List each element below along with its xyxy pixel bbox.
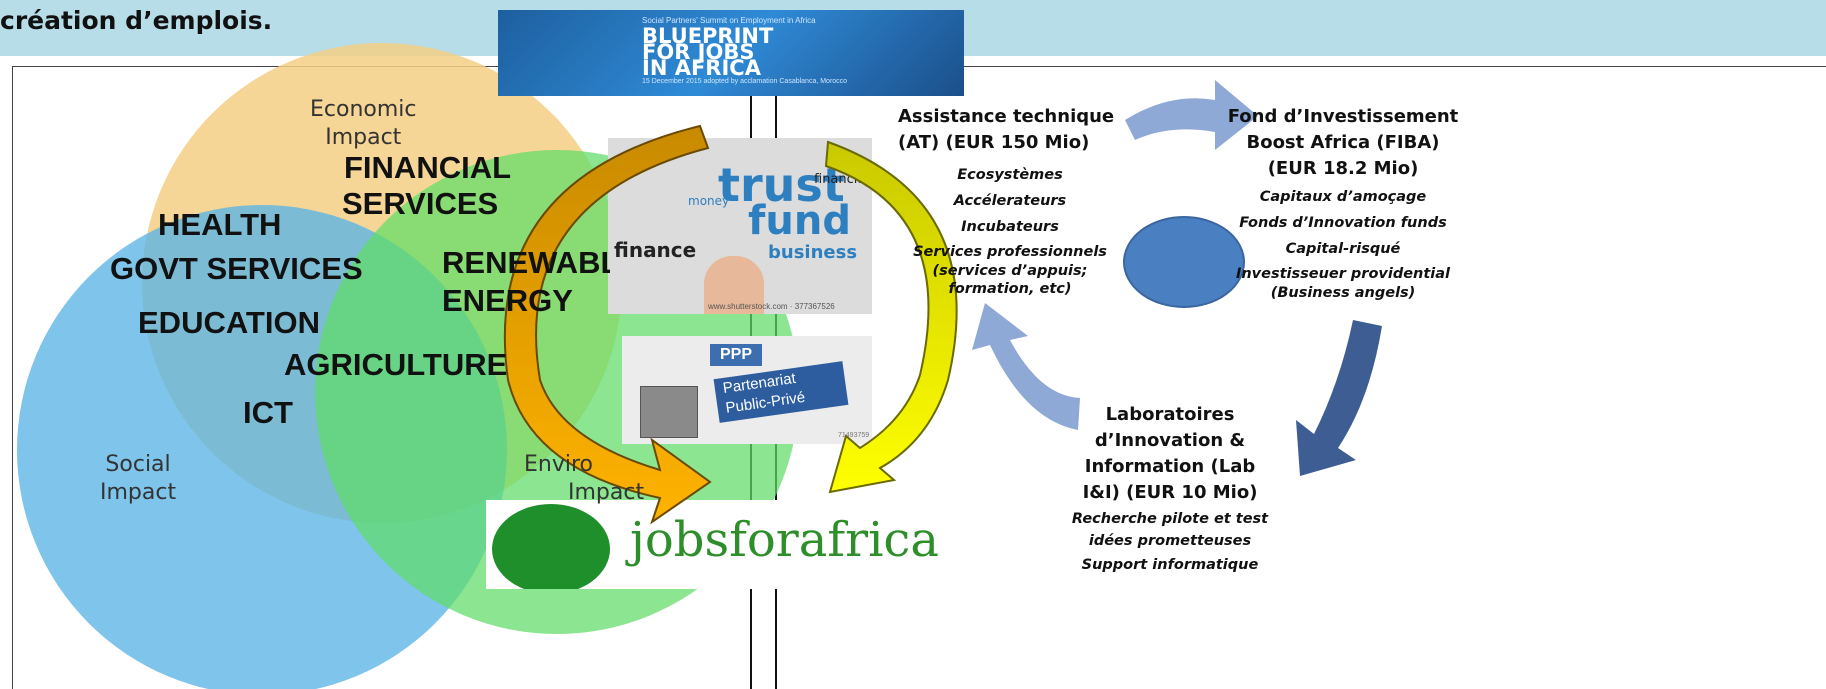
hub-circle <box>1123 216 1245 308</box>
blueprint-date: 15 December 2015 adopted by acclamation … <box>642 78 848 85</box>
assistance-block: Assistance technique (AT) (EUR 150 Mio) <box>898 106 1115 153</box>
word-fund: fund <box>748 198 851 244</box>
flow-arrow-lab-to-at <box>972 303 1080 430</box>
hand-shape <box>704 256 764 314</box>
economic-impact-label: Economic Impact <box>310 97 417 150</box>
ppp-code: 71493759 <box>838 432 870 439</box>
sector-energy: ENERGY <box>442 283 573 318</box>
sector-ict: ICT <box>243 395 293 430</box>
fund-items: Capitaux d’amoçage Fonds d’Innovation fu… <box>1235 189 1451 301</box>
social-impact-label: Social Impact <box>100 452 177 505</box>
jobsforafrica-image: jobsforafrica <box>486 500 964 589</box>
globe-icon <box>492 504 610 589</box>
file-cabinet-icon <box>640 386 698 438</box>
fund-block: Fond d’Investissement Boost Africa (FIBA… <box>1227 106 1459 179</box>
word-trust: trust <box>718 158 845 212</box>
ppp-image: PPP Partenariat Public-Privé 71493759 <box>622 336 872 444</box>
flow-arrow-fiba-to-lab <box>1296 320 1382 476</box>
labs-items: Recherche pilote et test idées prometteu… <box>1071 511 1269 573</box>
sector-agriculture: AGRICULTURE <box>284 347 508 382</box>
assistance-items: Ecosystèmes Accélerateurs Incubateurs Se… <box>913 167 1107 297</box>
yellow-curved-arrow <box>824 140 958 494</box>
blueprint-image: Social Partners' Summit on Employment in… <box>498 10 964 96</box>
blueprint-subtitle: Social Partners' Summit on Employment in… <box>642 16 816 25</box>
orange-curved-arrow <box>503 124 712 525</box>
sector-health: HEALTH <box>158 207 282 242</box>
jobsforafrica-brand: jobsforafrica <box>630 512 939 568</box>
sector-education: EDUCATION <box>138 305 320 340</box>
word-finance: finance <box>614 238 697 262</box>
ppp-badge: PPP <box>710 344 762 366</box>
flow-arrow-at-to-fiba <box>1125 80 1258 150</box>
trust-fund-credit: www.shutterstock.com · 377367526 <box>708 302 835 311</box>
sector-financial: FINANCIAL <box>344 150 512 185</box>
page-title: création d’emplois. <box>0 6 273 35</box>
sector-services: SERVICES <box>342 186 499 221</box>
environmental-impact-label: Enviro Impact <box>524 452 645 505</box>
word-money: money <box>688 194 730 208</box>
sector-govt-services: GOVT SERVICES <box>110 251 363 286</box>
labs-block: Laboratoires d’Innovation & Information … <box>1082 404 1258 503</box>
word-business: business <box>768 242 858 263</box>
blueprint-title: BLUEPRINT FOR JOBS IN AFRICA <box>642 24 774 80</box>
